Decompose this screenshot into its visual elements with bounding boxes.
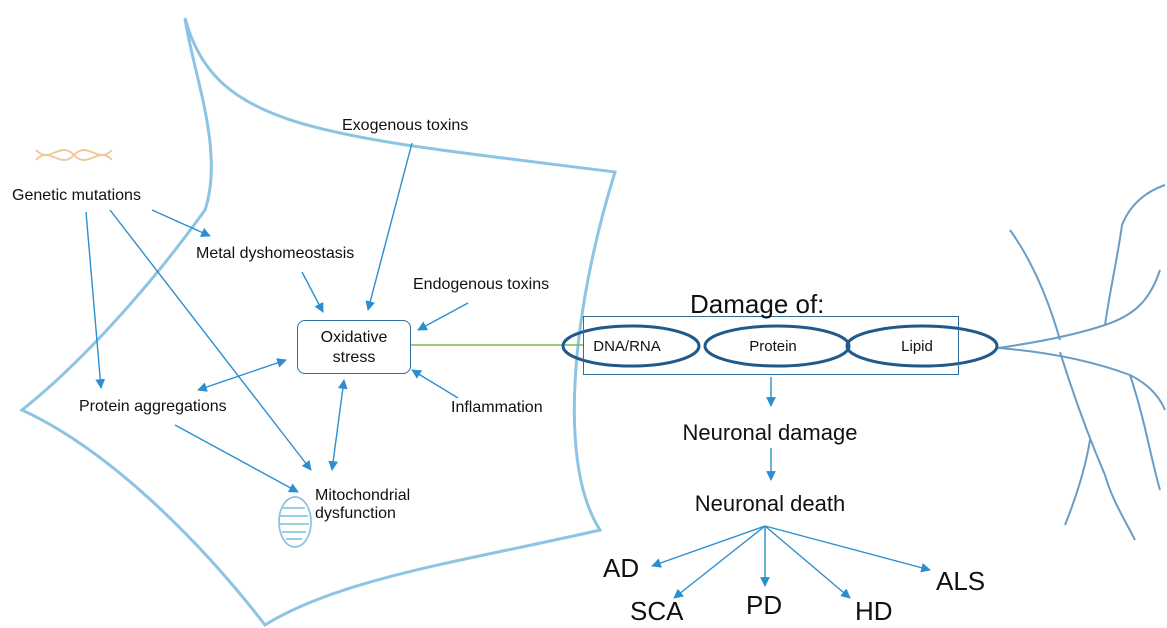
lipid-ellipse	[845, 324, 999, 368]
protein-ellipse	[703, 324, 851, 368]
axon-terminals	[997, 184, 1166, 541]
protein-aggregations-label: Protein aggregations	[79, 398, 227, 415]
mito-line1: Mitochondrial	[315, 487, 411, 504]
disease-pd: PD	[746, 590, 783, 620]
exogenous-toxins-label: Exogenous toxins	[342, 117, 469, 134]
arrow-inflammation-ox	[411, 369, 459, 399]
arrow-to-als	[764, 525, 931, 573]
oxidative-stress-line1: Oxidative	[320, 329, 388, 346]
molecule-lipid-label: Lipid	[901, 338, 933, 355]
dna-rna-ellipse	[561, 324, 701, 368]
neuronal-death-label: Neuronal death	[694, 491, 846, 516]
molecule-ellipses	[561, 324, 999, 368]
disease-als: ALS	[936, 566, 986, 596]
arrow-to-sca	[673, 525, 766, 599]
molecule-dna-rna-label: DNA/RNA	[593, 338, 661, 355]
arrow-ox-protein	[197, 358, 287, 392]
arrow-ox-mito	[328, 379, 348, 471]
oxidative-stress-box: Oxidative stress	[297, 320, 411, 374]
neuronal-damage-label: Neuronal damage	[682, 420, 858, 445]
disease-ad: AD	[603, 553, 640, 583]
damage-title: Damage of:	[690, 289, 825, 319]
arrow-metal-ox	[301, 271, 324, 313]
arrow-to-ad	[651, 525, 766, 568]
disease-sca: SCA	[630, 596, 684, 626]
dna-icon	[35, 149, 113, 161]
mitochondrion-icon	[278, 496, 312, 548]
arrow-endogenous-ox	[417, 302, 469, 331]
endogenous-toxins-label: Endogenous toxins	[413, 276, 550, 293]
mitochondrial-dysfunction-label: Mitochondrial dysfunction	[315, 487, 410, 524]
inflammation-label: Inflammation	[451, 399, 543, 416]
genetic-mutations-label: Genetic mutations	[12, 187, 141, 204]
molecule-protein-label: Protein	[749, 338, 797, 355]
damage-box	[583, 316, 959, 375]
arrow-protein-mito	[174, 424, 299, 493]
mito-line2: dysfunction	[315, 505, 396, 523]
arrow-exogenous-ox	[365, 142, 413, 311]
metal-dyshomeostasis-label: Metal dyshomeostasis	[196, 245, 355, 262]
arrow-genetic-protein	[85, 211, 106, 389]
oxidative-stress-line2: stress	[332, 349, 376, 366]
disease-hd: HD	[855, 596, 893, 626]
neuron-body-outline	[19, 17, 617, 627]
arrow-genetic-metal	[151, 209, 211, 237]
arrow-genetic-mito	[109, 209, 312, 471]
arrows	[85, 142, 931, 599]
arrow-to-hd	[764, 525, 851, 599]
